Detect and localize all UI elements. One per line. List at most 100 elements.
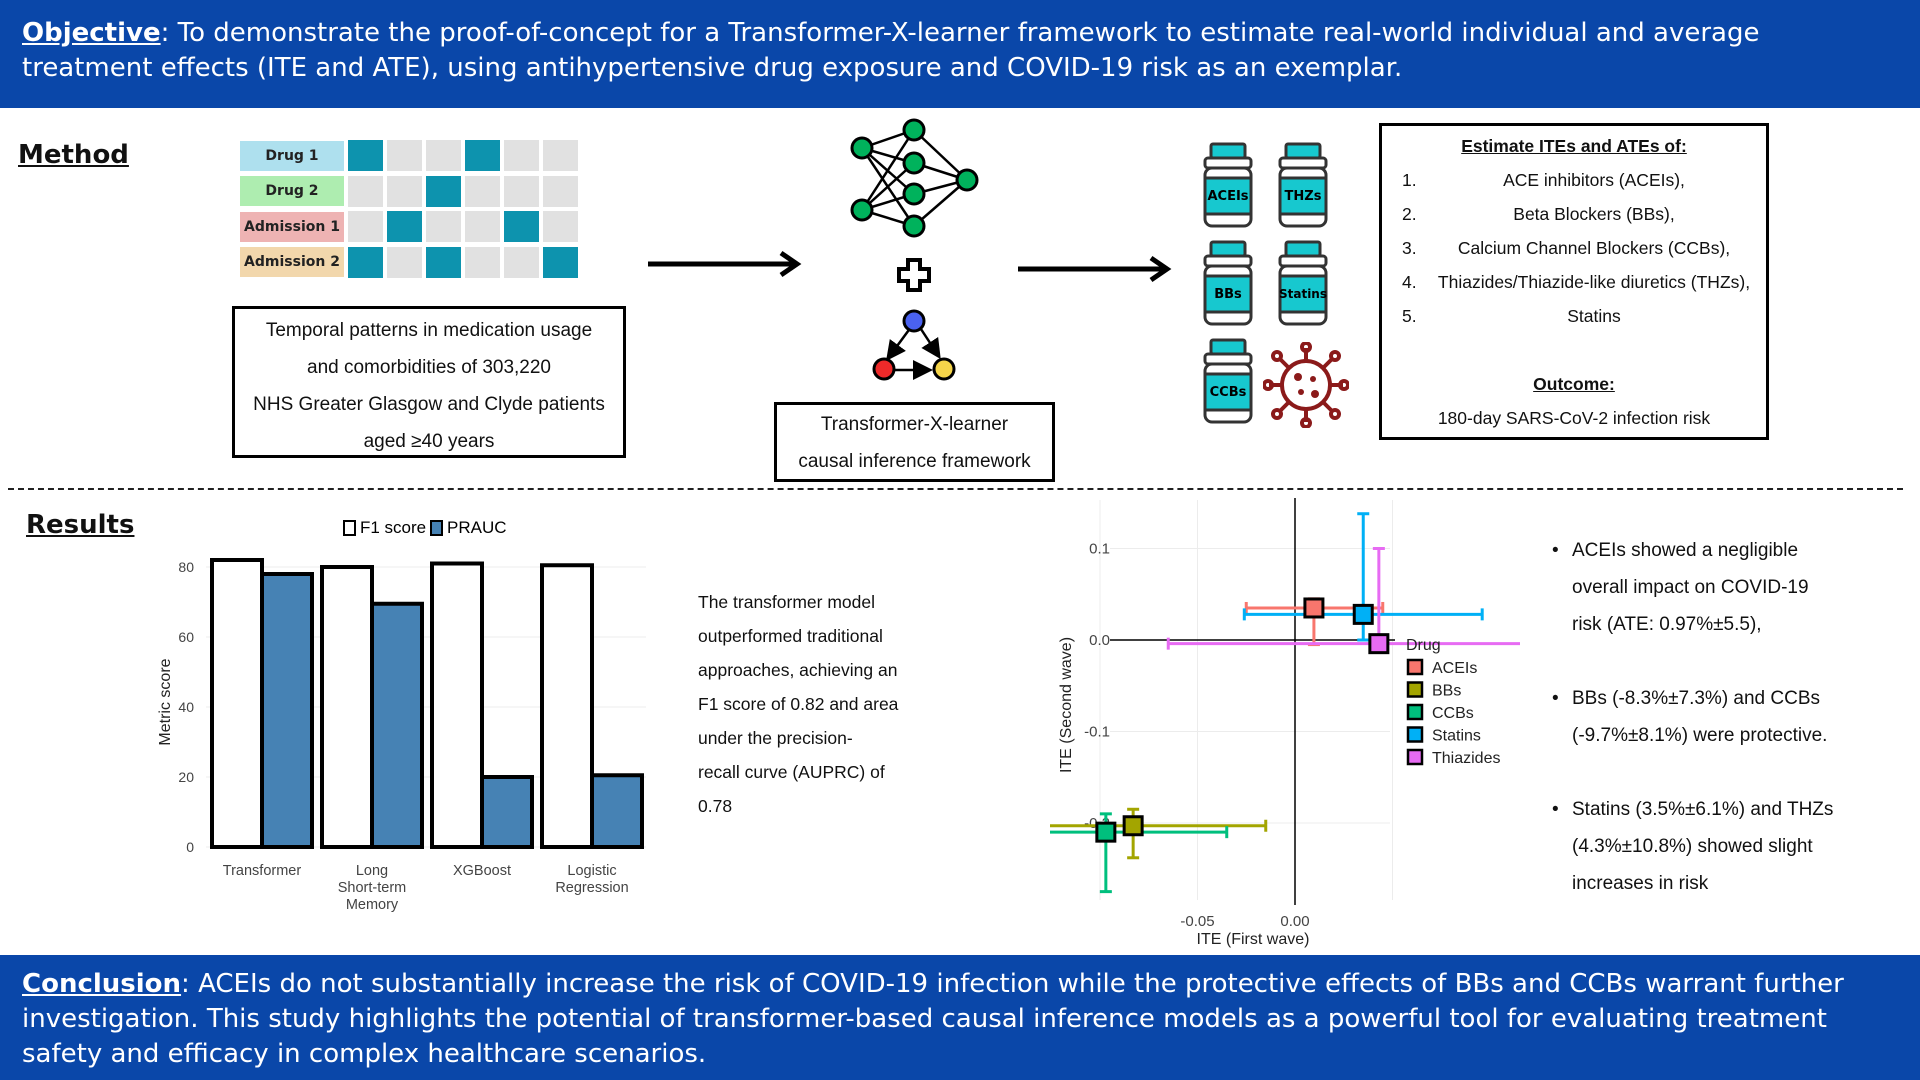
finding-line: BBs (-8.3%±7.3%) and CCBs [1572,688,1821,709]
timeline-cell-active [465,140,500,171]
timeline-cell [543,211,578,242]
findings-list: ACEIs showed a negligible overall impact… [1552,532,1882,939]
objective-banner: Objective: To demonstrate the proof-of-c… [0,0,1920,108]
y-tick-label: 80 [178,559,194,575]
section-divider [8,488,1903,490]
finding-line: overall impact on COVID-19 [1572,577,1809,598]
data-point [1352,603,1374,625]
estimate-item: 1. ACE inhibitors (ACEIs), [1402,170,1762,194]
legend-label: BBs [1432,683,1461,700]
data-point [1122,815,1144,837]
finding-item: Statins (3.5%±6.1%) and THZs (4.3%±10.8%… [1552,791,1882,902]
framework-box: Transformer-X-learner causal inference f… [774,402,1055,482]
arrow-icon [1018,255,1172,283]
data-point [1368,633,1390,655]
estimate-item-number: 3. [1402,238,1417,258]
bottle-label-statins: Statins [1279,287,1327,301]
conclusion-text: : ACEIs do not substantially increase th… [22,969,1844,1069]
bottle-icon: THZs [1278,142,1328,228]
y-tick-label: 60 [178,629,194,645]
bottle-icon: ACEIs [1203,142,1253,228]
finding-line: (-9.7%±8.1%) were protective. [1572,725,1828,746]
bottle-label-thzs: THZs [1285,189,1322,204]
cohort-line: aged ≥40 years [363,431,495,452]
legend-label: PRAUC [447,518,507,537]
timeline-row: Admission 2 [240,246,582,278]
timeline-cell-active [348,246,383,278]
legend-swatch [1406,703,1424,721]
summary-line: approaches, achieving an [698,660,898,680]
bottle-icon: CCBs [1203,338,1253,424]
outcome-text: 180-day SARS-CoV-2 infection risk [1437,408,1711,428]
timeline-cell [504,140,539,171]
y-tick-label: 20 [178,769,194,785]
bottle-label-ccbs: CCBs [1210,385,1247,400]
timeline-row: Drug 1 [240,140,582,171]
finding-line: increases in risk [1572,873,1709,894]
timeline-cell-active [543,246,578,278]
legend-swatch [343,520,356,536]
cohort-line: NHS Greater Glasgow and Clyde patients [253,394,605,415]
legend-label: CCBs [1432,705,1474,722]
bottle-label-bbs: BBs [1214,287,1242,302]
timeline-cell [426,140,461,171]
timeline-cell [387,140,422,171]
bottle-icon: Statins [1278,240,1328,326]
conclusion-banner: Conclusion: ACEIs do not substantially i… [0,955,1920,1080]
summary-line: 0.78 [698,796,733,816]
timeline-cell-active [426,175,461,207]
x-tick-label: XGBoost [453,863,511,879]
finding-line: Statins (3.5%±6.1%) and THZs [1572,799,1834,820]
legend-label: F1 score [360,518,426,537]
timeline-cell [348,211,383,242]
timeline-cell [348,175,383,207]
finding-item: ACEIs showed a negligible overall impact… [1552,532,1882,643]
x-tick-label: 0.00 [1280,913,1309,930]
y-tick-label: 0.1 [1089,541,1110,558]
legend-label: Thiazides [1432,750,1500,767]
bar [210,558,264,849]
legend-swatch [1406,681,1424,698]
data-point [1303,597,1325,619]
bottle-icon: BBs [1203,240,1253,326]
y-tick-label: 40 [178,699,194,715]
x-tick-label: Short-term [338,880,407,896]
conclusion-label: Conclusion [22,969,182,999]
legend-label: Statins [1432,728,1481,745]
bar [430,561,484,849]
legend-swatch [1406,658,1424,676]
x-tick-label: Regression [555,880,628,896]
finding-line: ACEIs showed a negligible [1572,540,1799,561]
timeline-cell [465,246,500,278]
cohort-line: Temporal patterns in medication usage [265,320,593,341]
estimate-item-text: Beta Blockers (BBs), [1513,204,1675,224]
estimate-item: 3. Calcium Channel Blockers (CCBs), [1402,238,1762,262]
timeline-cell-active [426,246,461,278]
estimate-item-number: 5. [1402,306,1417,326]
x-tick-label: -0.05 [1180,913,1214,930]
y-tick-label: 0 [186,839,194,855]
estimate-item-text: Statins [1567,306,1621,326]
objective-text: : To demonstrate the proof-of-concept fo… [22,18,1760,83]
finding-line: risk (ATE: 0.97%±5.5), [1572,614,1762,635]
timeline-cell [465,175,500,207]
y-axis-label: ITE (Second wave) [1058,637,1075,773]
bottle-label-aceis: ACEIs [1207,189,1248,204]
timeline-cell [387,175,422,207]
summary-line: outperformed traditional [698,626,883,646]
y-tick-label: 0.0 [1089,632,1110,649]
timeline-cell [387,246,422,278]
timeline-cell-active [504,211,539,242]
bar [370,601,424,849]
timeline-row-label: Drug 2 [240,176,344,206]
neural-network-icon [850,118,979,238]
plus-icon [897,258,931,292]
estimate-box: Estimate ITEs and ATEs of: 1. ACE inhibi… [1379,123,1769,440]
estimate-item-number: 1. [1402,170,1417,190]
objective-label: Objective [22,18,161,48]
timeline-row: Admission 1 [240,211,582,242]
timeline-cell [465,211,500,242]
estimate-item-number: 2. [1402,204,1417,224]
estimate-heading: Estimate ITEs and ATEs of: [1461,136,1687,156]
x-tick-label: Long [356,863,388,879]
